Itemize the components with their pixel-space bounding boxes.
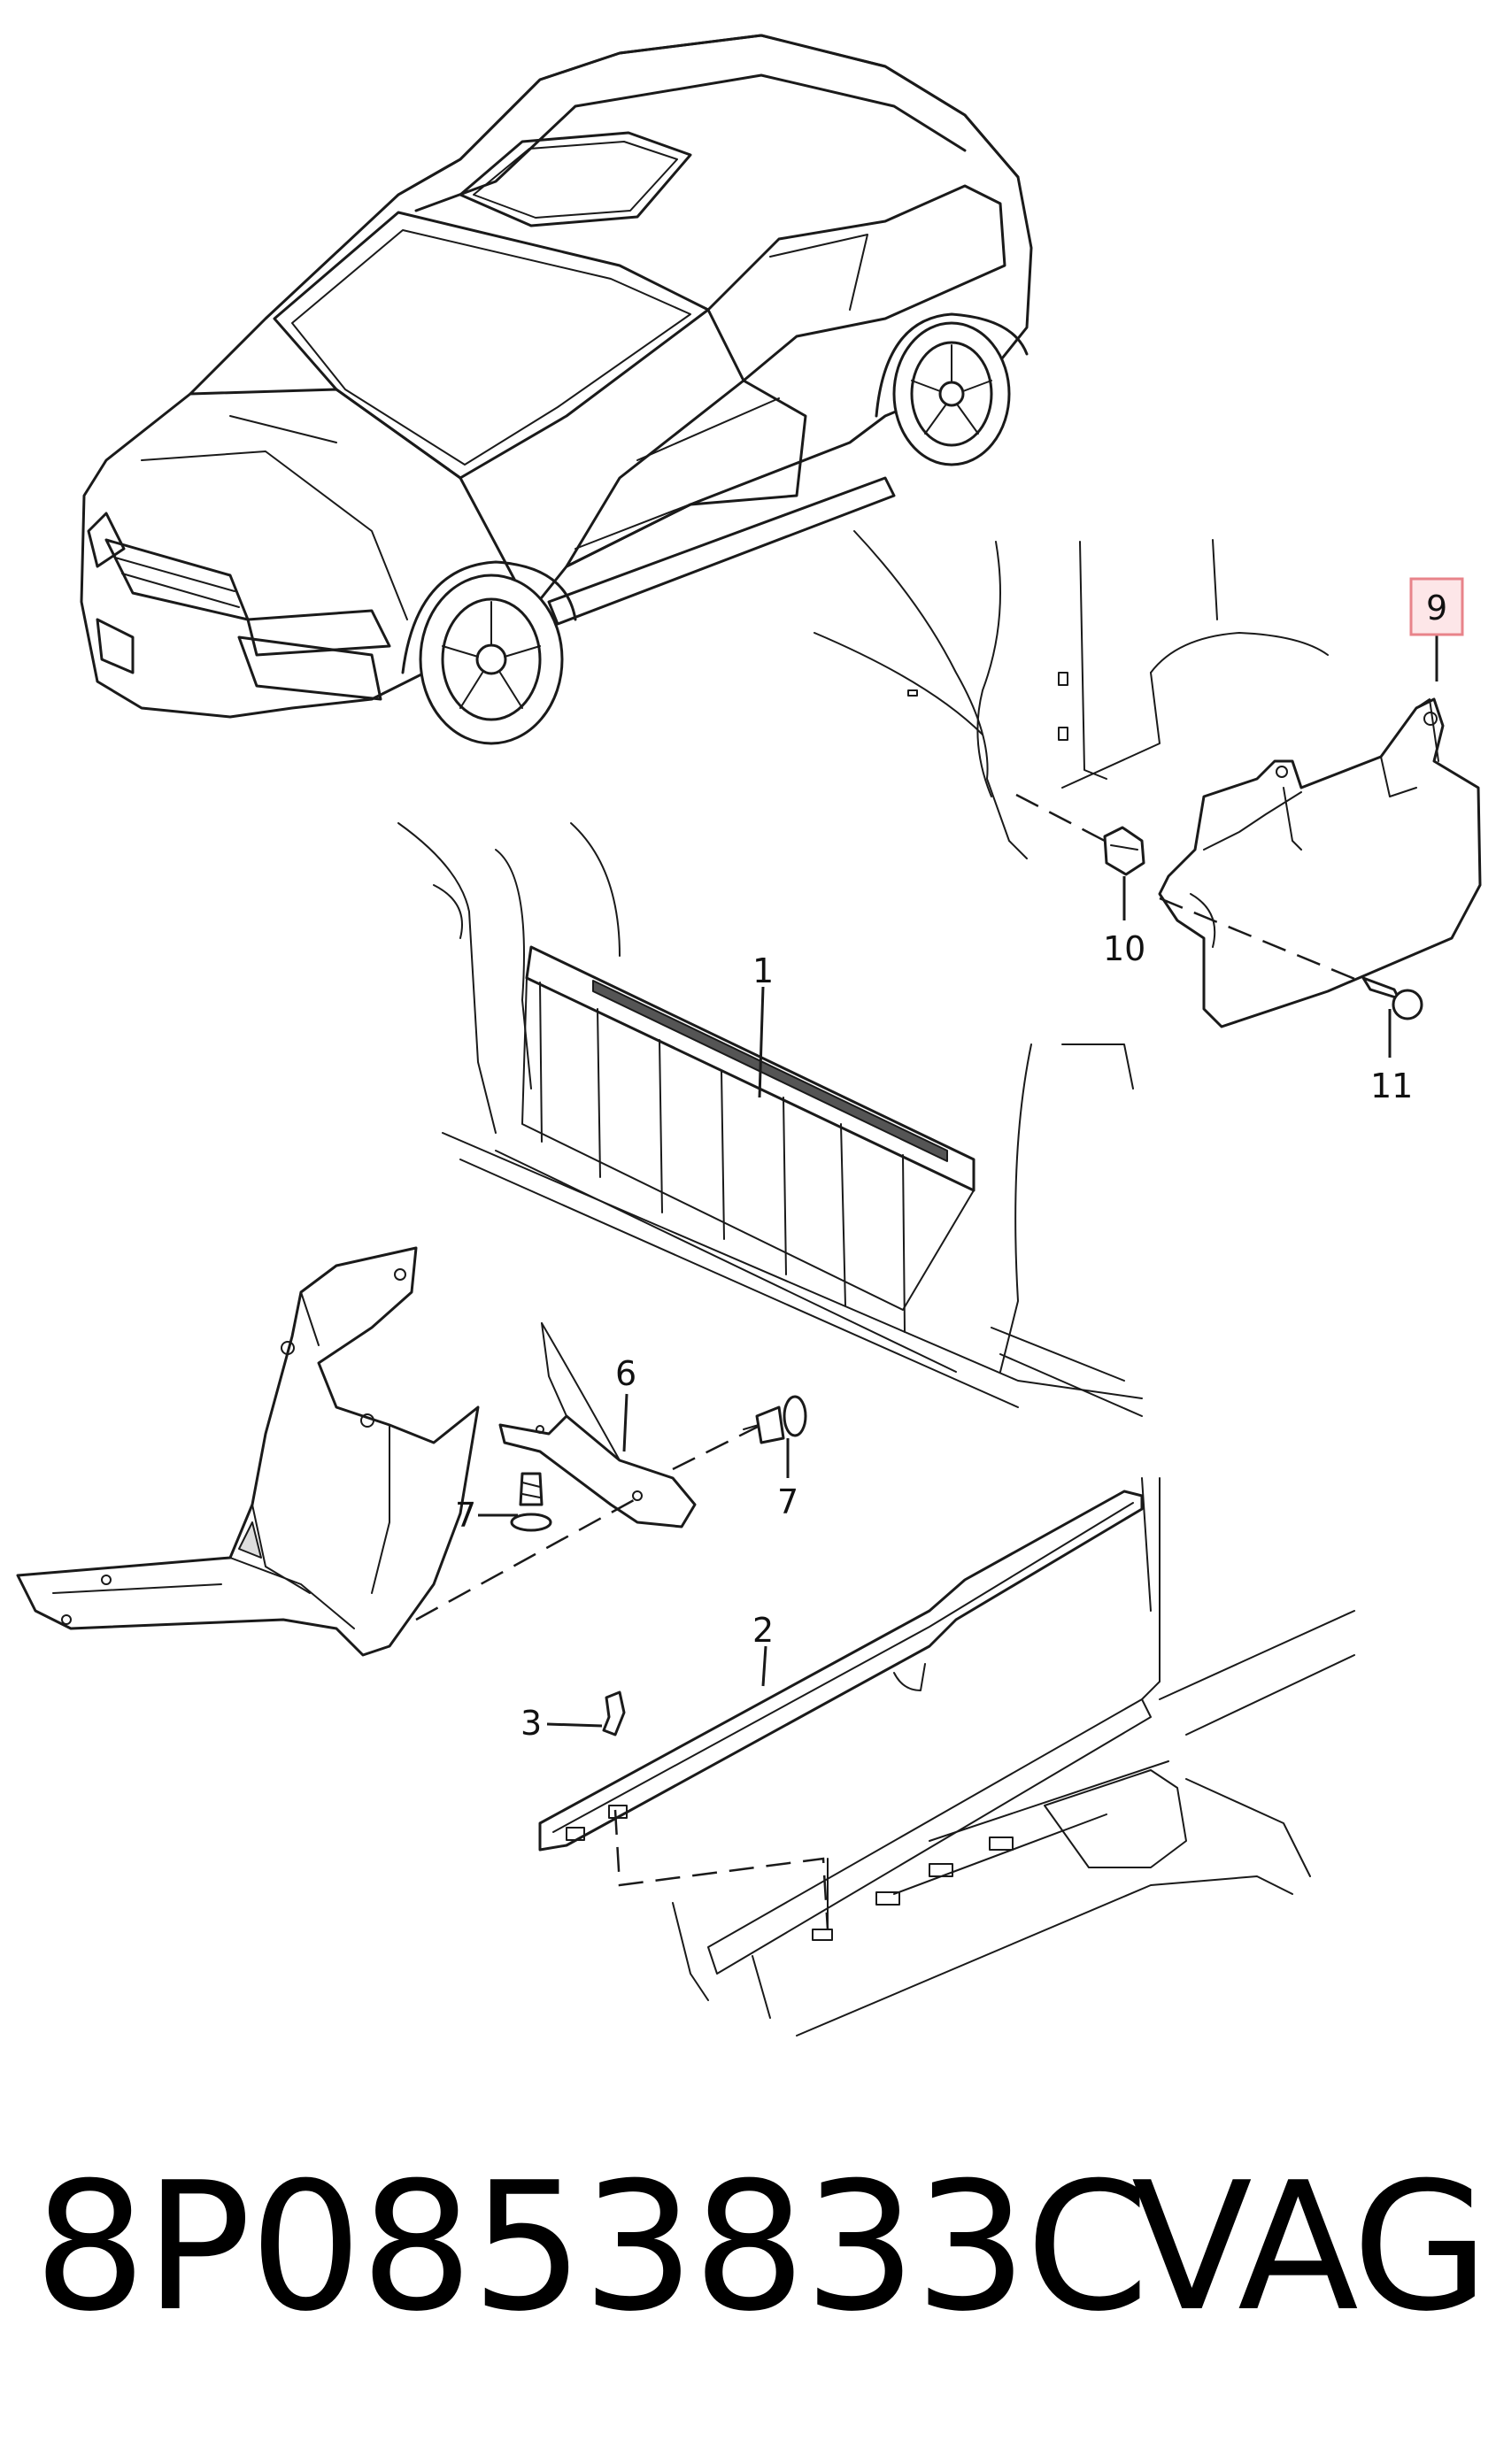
callout-1: 1 bbox=[752, 951, 774, 990]
brand-text: VAG bbox=[1131, 2144, 1489, 2351]
callout-10: 10 bbox=[1103, 929, 1145, 968]
callout-11: 11 bbox=[1370, 1066, 1413, 1105]
part-number-text: 8P0853833C bbox=[34, 2144, 1149, 2351]
callout-labels: 1 2 3 6 7 7 9 10 11 bbox=[455, 589, 1447, 1743]
clip-part-7-right bbox=[743, 1395, 807, 1444]
rear-wheel-arch-assembly bbox=[814, 530, 1482, 1058]
bracket-part-6 bbox=[498, 1414, 697, 1528]
door-sill-assembly bbox=[397, 822, 1143, 1417]
clip-part-3 bbox=[602, 1690, 626, 1736]
clip-part-10 bbox=[1103, 826, 1145, 876]
clip-part-7-left bbox=[510, 1472, 552, 1532]
callout-3: 3 bbox=[521, 1704, 542, 1743]
mudflap-part-9 bbox=[1158, 697, 1482, 1028]
front-wheel-arch-liner bbox=[16, 1246, 807, 1657]
callout-6: 6 bbox=[615, 1354, 636, 1393]
parts-diagram: 1 2 3 6 7 7 9 10 11 bbox=[16, 34, 1482, 2037]
screw-part-11 bbox=[1361, 976, 1423, 1020]
car-illustration bbox=[80, 34, 1033, 745]
callout-2: 2 bbox=[752, 1611, 774, 1650]
callout-7-right: 7 bbox=[777, 1482, 798, 1521]
arch-liner bbox=[16, 1246, 480, 1657]
side-skirt-assembly bbox=[538, 1477, 1355, 2037]
highlight-box bbox=[1409, 577, 1464, 636]
callout-7-left: 7 bbox=[455, 1496, 476, 1535]
callout-9: 9 bbox=[1426, 589, 1447, 628]
side-skirt-part-2 bbox=[538, 1490, 1144, 1852]
